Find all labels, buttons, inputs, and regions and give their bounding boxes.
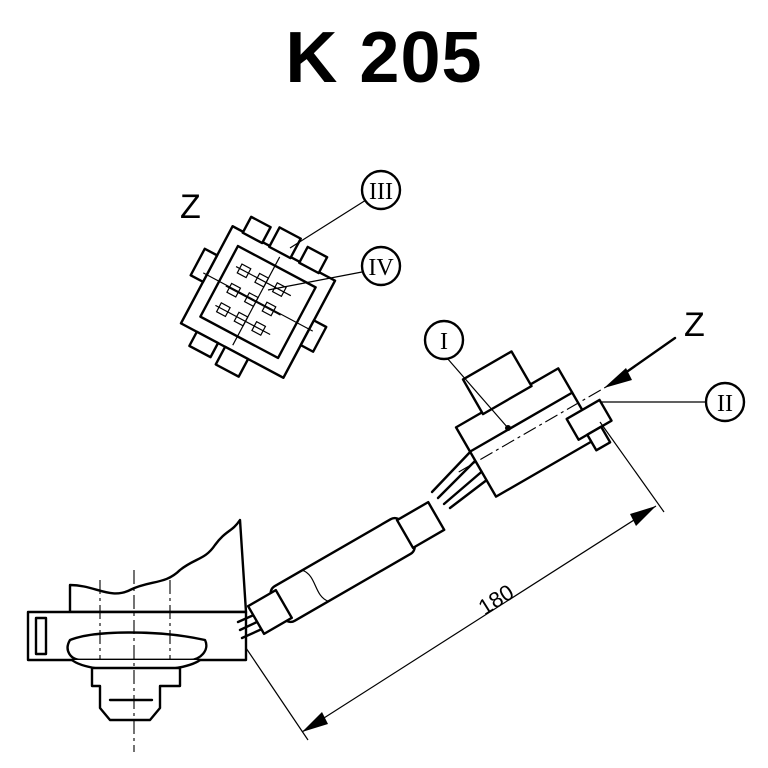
callout-ii: II bbox=[717, 391, 733, 417]
cable-jacket bbox=[246, 500, 446, 636]
callout-i-group: I bbox=[423, 319, 511, 431]
view-label-z-arrow: Z bbox=[684, 306, 705, 344]
drawing-title: K 205 bbox=[285, 18, 483, 98]
callout-ii-group: II bbox=[600, 381, 746, 423]
dimension-value: 180 bbox=[474, 579, 518, 620]
view-arrow-z: Z bbox=[604, 306, 705, 388]
cable-assembly bbox=[26, 350, 613, 752]
view-label-z-top: Z bbox=[180, 188, 201, 226]
callout-i: I bbox=[440, 329, 448, 355]
callout-iv: IV bbox=[368, 255, 394, 281]
base-part bbox=[26, 518, 248, 752]
callout-iii: III bbox=[369, 179, 393, 205]
connector-housing bbox=[454, 350, 613, 498]
connector-face-view-z: Z bbox=[179, 169, 402, 379]
